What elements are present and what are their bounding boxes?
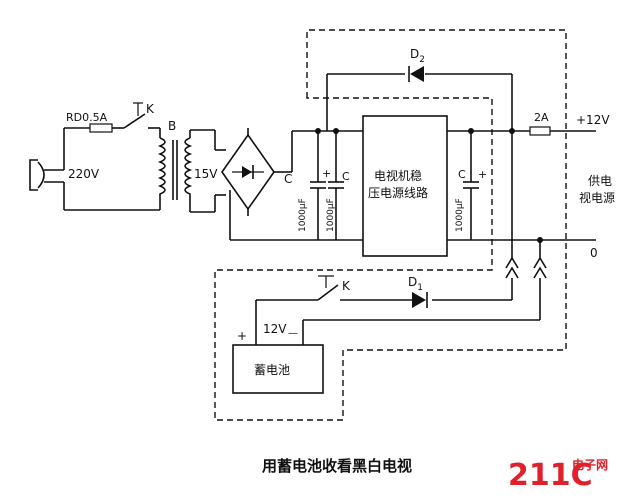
capacitor-icon: [328, 131, 344, 240]
diode-d2-icon: [408, 66, 424, 82]
regulator-label-line2: 压电源线路: [368, 185, 428, 200]
battery-switch-icon: [317, 275, 339, 301]
battery-plus-label: +: [237, 329, 247, 343]
battery-voltage-label: 12V: [263, 322, 287, 336]
battery-switch-label: K: [342, 279, 351, 293]
cap1-plus: +: [322, 167, 331, 180]
output-zero-label: 0: [590, 246, 598, 260]
capacitor-icon: [310, 131, 326, 240]
diode-d2-label: D2: [410, 47, 425, 65]
figure-caption: 用蓄电池收看黑白电视: [262, 457, 412, 475]
regulator-label-line1: 电视机稳: [374, 168, 422, 183]
cap3-c-label: C: [458, 168, 466, 181]
diode-d1-label: D1: [408, 275, 423, 293]
cap2-value: 1000μF: [326, 198, 336, 232]
cap1-value: 1000μF: [298, 198, 308, 232]
diode-d1-icon: [412, 292, 428, 308]
transformer-label: B: [168, 119, 176, 133]
plug-connector-icon: [505, 256, 547, 279]
mains-voltage-label: 220V: [68, 167, 100, 181]
battery-minus-label: —: [288, 328, 298, 339]
cap3-value: 1000μF: [455, 198, 465, 232]
fuse-rd-icon: [89, 123, 113, 133]
main-switch-icon: [123, 102, 146, 129]
mains-plug-icon: [29, 159, 64, 191]
fuse-output-label: 2A: [534, 111, 549, 124]
cap3-plus: +: [478, 168, 487, 181]
bridge-rectifier-icon: [221, 128, 282, 216]
transformer-icon: [157, 137, 193, 200]
dashed-cable-outline: [214, 29, 567, 421]
main-switch-label: K: [146, 102, 155, 116]
site-watermark-logo: 211C 电子网: [508, 457, 608, 493]
regulator-box: [362, 115, 448, 257]
fuse-rd-label: RD0.5A: [66, 111, 108, 124]
capacitor-icon: [463, 131, 479, 240]
battery-label: 蓄电池: [254, 363, 290, 377]
fuse-output-icon: [529, 126, 551, 136]
battery-wiring: [255, 278, 541, 345]
connector-wiring: [511, 131, 541, 258]
secondary-voltage-label: 15V: [194, 167, 218, 181]
output-plus-label: +12V: [576, 113, 610, 127]
supply-label-line2: 视电源: [579, 190, 615, 205]
supply-label-line1: 供电: [588, 174, 612, 188]
battery-box: [232, 344, 324, 394]
bridge-output-c-label: C: [284, 172, 292, 186]
diode-d2-wiring: [326, 73, 513, 131]
input-wiring: [63, 127, 161, 211]
secondary-wiring: [189, 129, 226, 213]
watermark-sub: 电子网: [572, 457, 608, 472]
cap2-c-label: C: [342, 170, 350, 183]
watermark-main: 211C: [508, 458, 593, 493]
